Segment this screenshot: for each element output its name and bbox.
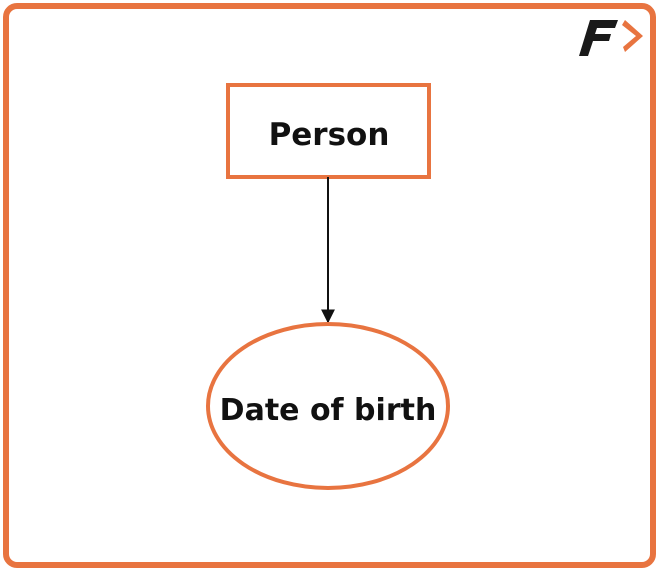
attribute-label: Date of birth: [220, 393, 437, 428]
brand-f-arrow-icon: [579, 20, 643, 56]
entity-label: Person: [269, 117, 390, 153]
entity-person: Person: [226, 83, 431, 179]
attribute-date-of-birth: Date of birth: [206, 322, 450, 490]
